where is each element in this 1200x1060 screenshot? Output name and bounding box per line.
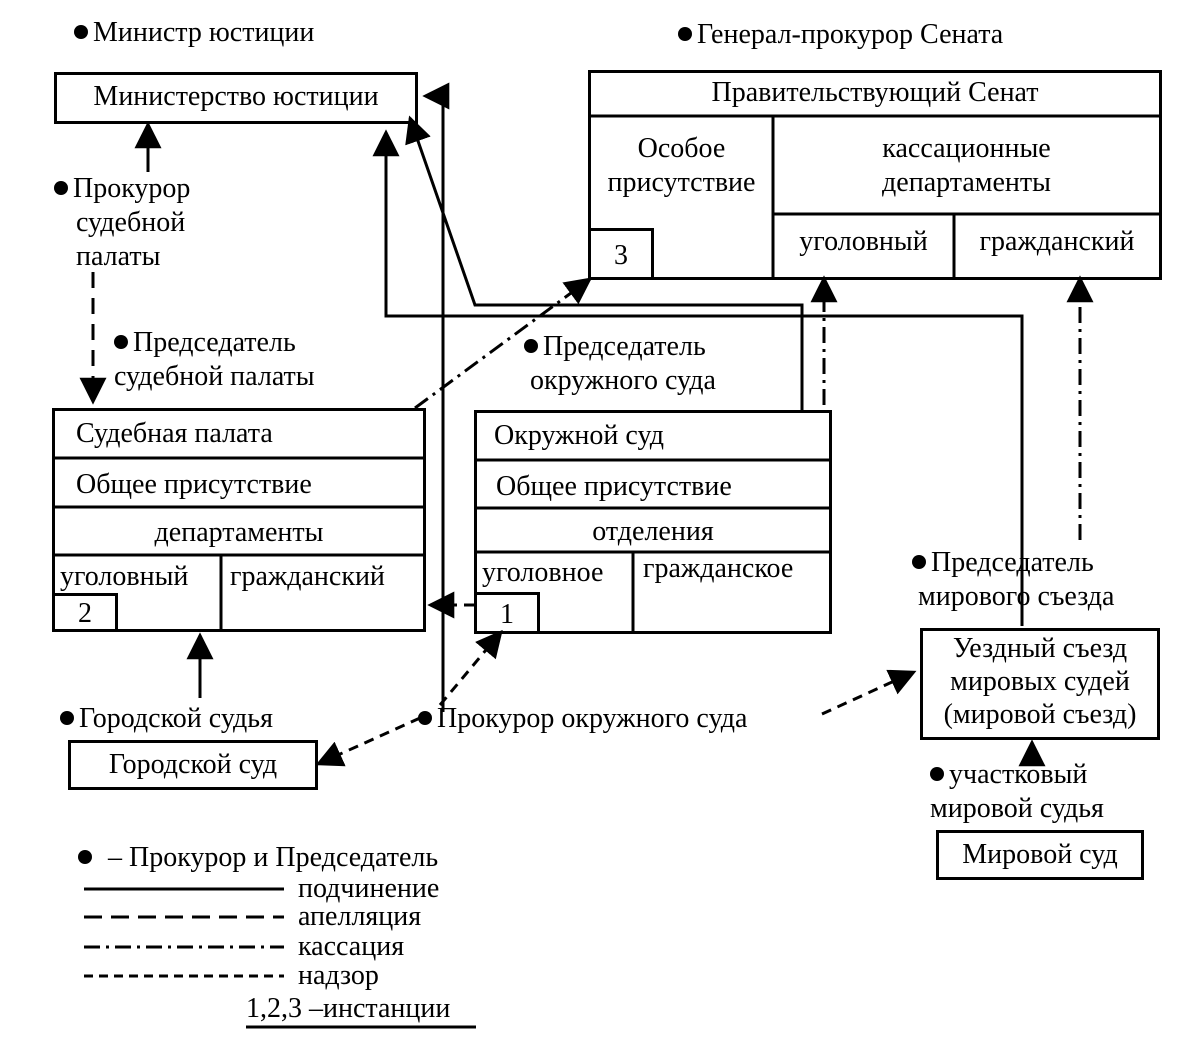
- prosecutor-to-city-court-line: [315, 716, 421, 767]
- official-dot-icon: [418, 711, 432, 725]
- official-dot-icon: [930, 767, 944, 781]
- city-court-title: Городской суд: [108, 749, 278, 780]
- district-divisions: отделения: [592, 516, 714, 547]
- official-dot-icon: [74, 25, 88, 39]
- legend-cassation: кассация: [298, 931, 405, 962]
- peace-congress-box: [920, 628, 1160, 740]
- city-judge-label: Городской судья: [60, 702, 273, 736]
- prosecutor-to-district-court-line: [438, 629, 503, 706]
- peace-court-box: [936, 830, 1144, 880]
- peace-court-title: Мировой суд: [962, 839, 1118, 870]
- chamber-civil: гражданский: [230, 561, 385, 592]
- official-dot-icon: [78, 850, 92, 864]
- district-prosecutor-label: Прокурор окружного суда: [418, 702, 747, 736]
- legend-appeal: апелляция: [298, 901, 422, 932]
- judicial-chamber-box: [52, 408, 426, 632]
- instance-1-badge: 1: [474, 592, 540, 634]
- senate-box: [588, 70, 1162, 280]
- chamber-general-presence: Общее присутствие: [76, 469, 312, 500]
- prosecutor-to-congress-line: [821, 669, 917, 716]
- district-civil: гражданское: [643, 553, 794, 584]
- district-court-box: [474, 410, 832, 634]
- official-dot-icon: [678, 27, 692, 41]
- congress-to-ministry-line: [372, 129, 1024, 626]
- chamber-departments: департаменты: [154, 517, 324, 548]
- instance-2-badge: 2: [52, 593, 118, 632]
- ministry-box: [54, 72, 418, 124]
- legend-instances: 1,2,3 –инстанции: [246, 993, 451, 1024]
- senate-title: Правительствующий Сенат: [711, 77, 1039, 108]
- official-dot-icon: [912, 555, 926, 569]
- ministry-title: Министерство юстиции: [93, 81, 379, 112]
- legend-subordination: подчинение: [298, 873, 440, 904]
- official-dot-icon: [54, 181, 68, 195]
- instance-3-badge: 3: [588, 228, 654, 280]
- senate-civil-dept: гражданский: [979, 226, 1135, 257]
- chamber-title: Судебная палата: [76, 418, 273, 449]
- chamber-to-senate-cassation-line: [414, 277, 593, 410]
- official-dot-icon: [60, 711, 74, 725]
- prosecutor-general-label: Генерал-прокурор Сената: [678, 18, 1003, 52]
- district-prosecutor-to-ministry-line: [422, 82, 450, 712]
- official-dot-icon: [114, 335, 128, 349]
- legend-supervision: надзор: [298, 960, 379, 991]
- district-title: Окружной суд: [494, 420, 664, 451]
- minister-label: Министр юстиции: [74, 16, 314, 50]
- legend-dot-entry: – Прокурор и Председатель: [78, 841, 438, 875]
- district-general-presence: Общее присутствие: [496, 471, 732, 502]
- senate-criminal-dept: уголовный: [799, 226, 928, 257]
- district-criminal: уголовное: [482, 557, 604, 588]
- chamber-criminal: уголовный: [60, 561, 189, 592]
- official-dot-icon: [524, 339, 538, 353]
- city-court-box: [68, 740, 318, 790]
